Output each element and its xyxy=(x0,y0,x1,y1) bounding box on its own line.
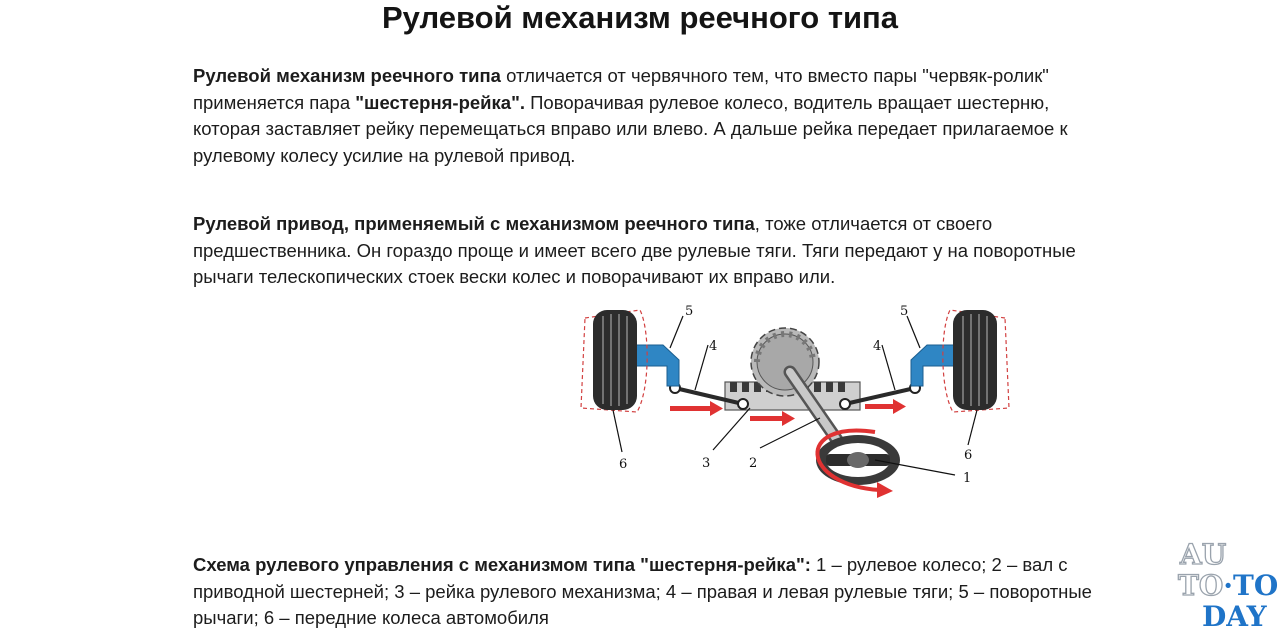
paragraph-text: Поворачивая рулевое колесо, водитель вра… xyxy=(193,91,1068,166)
label-4-left: 4 xyxy=(709,339,717,354)
watermark-part: ·TO xyxy=(1223,569,1279,602)
caption-lead: Схема рулевого управления с механизмом т… xyxy=(193,554,811,575)
label-6-right: 6 xyxy=(964,448,972,463)
rotation-arrow xyxy=(815,428,881,492)
paragraph-rack-mechanism: Рулевой механизм реечного типа отличаетс… xyxy=(193,63,1093,169)
steering-wheel xyxy=(816,435,900,485)
watermark-line-3: DAY xyxy=(1202,600,1267,633)
paragraph-lead: Рулевой привод, применяемый с механизмом… xyxy=(193,213,755,234)
steering-shaft xyxy=(783,365,844,447)
paragraph-text: отличается от червячного тем, что вместо… xyxy=(193,65,1049,113)
pinion-gear xyxy=(750,327,820,397)
label-3: 3 xyxy=(702,456,710,471)
left-wheel xyxy=(580,309,648,413)
diagram-caption: Схема рулевого управления с механизмом т… xyxy=(193,552,1093,632)
tie-rods xyxy=(674,386,916,406)
label-6-left: 6 xyxy=(619,457,627,472)
label-1: 1 xyxy=(963,471,971,486)
left-steering-lever xyxy=(632,344,680,387)
autotoday-watermark-logo: AU TO·TO DAY xyxy=(1172,538,1280,640)
label-4-right: 4 xyxy=(873,339,881,354)
watermark-line-2: TO·TO xyxy=(1177,569,1279,602)
caption-text: 1 – рулевое колесо; 2 – вал с приводной … xyxy=(193,554,1092,628)
watermark-line-1: AU xyxy=(1179,538,1227,571)
leader-lines xyxy=(612,315,978,476)
right-steering-lever xyxy=(910,344,958,387)
page-title: Рулевой механизм реечного типа xyxy=(381,0,899,35)
label-2: 2 xyxy=(749,456,757,471)
label-5-right: 5 xyxy=(900,304,908,319)
paragraph-text: , тоже отличается от своего предшественн… xyxy=(193,213,1076,287)
paragraph-lead: Рулевой механизм реечного типа xyxy=(193,65,501,86)
paragraph-emphasis: "шестерня-рейка". xyxy=(355,91,525,113)
label-5-left: 5 xyxy=(685,304,693,319)
steering-diagram: 5 5 4 4 6 6 3 2 1 xyxy=(580,304,1010,498)
motion-arrows xyxy=(670,399,906,426)
paragraph-steering-drive: Рулевой привод, применяемый с механизмом… xyxy=(193,211,1093,291)
right-wheel xyxy=(942,309,1010,413)
watermark-part: TO xyxy=(1177,569,1224,602)
arrow-head xyxy=(877,482,893,498)
